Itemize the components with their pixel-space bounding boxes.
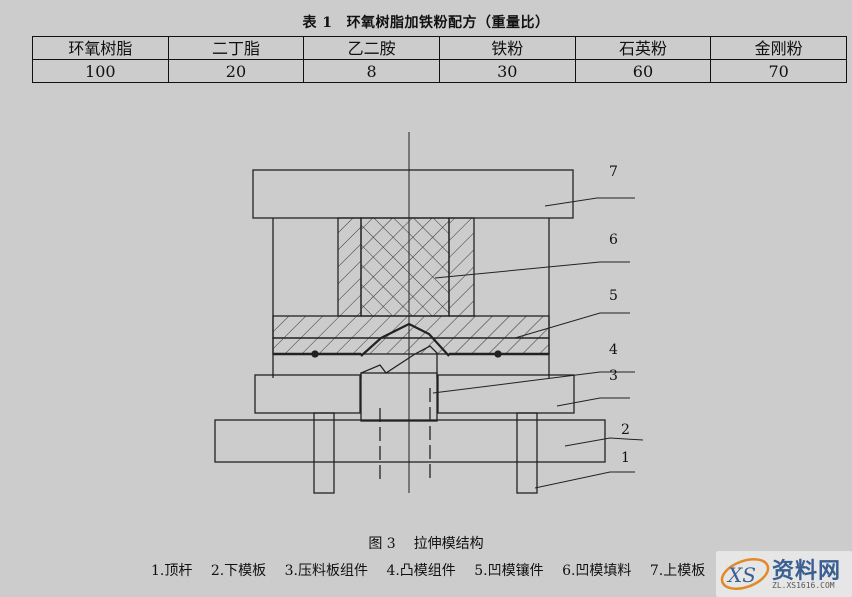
xs-logo-icon: XS bbox=[720, 558, 770, 590]
legend-item: 4.凸模组件 bbox=[386, 563, 456, 579]
table-cell: 8 bbox=[303, 59, 440, 83]
table-cell: 100 bbox=[32, 59, 169, 83]
legend-item: 1.顶杆 bbox=[151, 563, 193, 579]
figure-number: 图 3 bbox=[368, 536, 396, 552]
legend-item: 6.凹模填料 bbox=[562, 563, 632, 579]
figure-caption-text: 拉伸模结构 bbox=[413, 536, 484, 552]
legend-item: 3.压料板组件 bbox=[284, 563, 368, 579]
table-header-cell: 乙二胺 bbox=[303, 36, 440, 60]
table-title: 表 1 环氧树脂加铁粉配方（重量比） bbox=[0, 12, 852, 32]
watermark-text: 资料网 bbox=[772, 559, 842, 584]
table-cell: 70 bbox=[710, 59, 847, 83]
callout-1: 1 bbox=[621, 450, 630, 466]
legend-item: 2.下模板 bbox=[210, 563, 267, 579]
watermark: XS 资料网 ZL.XS1616.COM bbox=[716, 551, 852, 597]
table-cell: 30 bbox=[438, 59, 576, 83]
table-title-text: 环氧树脂加铁粉配方（重量比） bbox=[346, 15, 550, 31]
legend-item: 7.上模板 bbox=[649, 563, 706, 579]
table-row: 100 20 8 30 60 70 bbox=[32, 59, 847, 83]
callout-6: 6 bbox=[609, 232, 618, 248]
table-header-cell: 石英粉 bbox=[574, 36, 712, 60]
table-header-cell: 环氧树脂 bbox=[32, 36, 169, 60]
figure-caption: 图 3 拉伸模结构 bbox=[0, 533, 852, 553]
legend-item: 5.凹模镶件 bbox=[474, 563, 544, 579]
svg-text:XS: XS bbox=[726, 563, 756, 587]
table-header-cell: 二丁脂 bbox=[167, 36, 305, 60]
table-header-cell: 金刚粉 bbox=[710, 36, 847, 60]
callout-2: 2 bbox=[621, 422, 630, 438]
callout-3: 3 bbox=[609, 368, 618, 384]
formula-table: 环氧树脂 二丁脂 乙二胺 铁粉 石英粉 金刚粉 100 20 8 30 60 7… bbox=[32, 36, 847, 83]
upper-plate bbox=[252, 169, 574, 219]
table-header-row: 环氧树脂 二丁脂 乙二胺 铁粉 石英粉 金刚粉 bbox=[32, 36, 847, 60]
callout-7: 7 bbox=[609, 164, 618, 180]
table-cell: 60 bbox=[574, 59, 712, 83]
table-number: 表 1 bbox=[302, 15, 333, 31]
die-structure-drawing: 7 6 5 4 3 2 1 bbox=[205, 128, 655, 508]
table-header-cell: 铁粉 bbox=[438, 36, 576, 60]
watermark-url: ZL.XS1616.COM bbox=[772, 581, 835, 590]
callout-4: 4 bbox=[609, 342, 618, 358]
callout-5: 5 bbox=[609, 288, 618, 304]
figure-legend: 1.顶杆 2.下模板 3.压料板组件 4.凸模组件 5.凹模镶件 6.凹模填料 … bbox=[151, 560, 719, 580]
table-cell: 20 bbox=[167, 59, 305, 83]
